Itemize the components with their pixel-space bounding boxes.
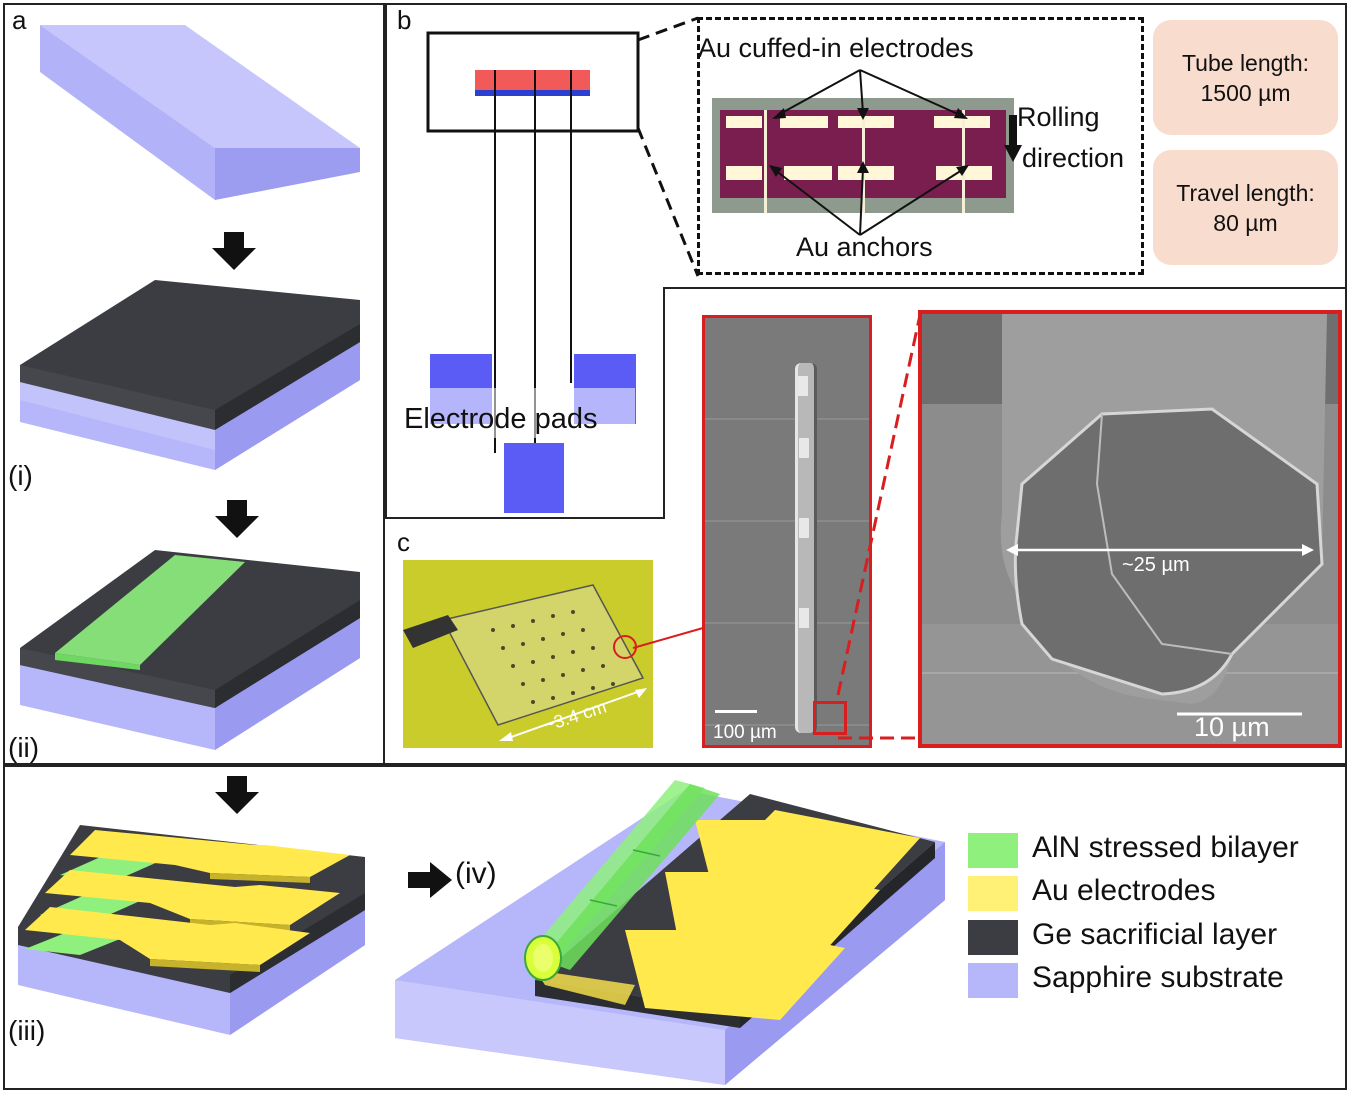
legend-swatch-aln — [968, 833, 1018, 868]
rolled-tube-device — [395, 780, 945, 1085]
right-arrow-icon — [408, 862, 452, 898]
device-layout — [426, 31, 640, 513]
scale-bar-10-label: 10 µm — [1194, 712, 1270, 742]
panel-c-frame — [385, 287, 1347, 765]
step-i-label: (i) — [8, 460, 33, 491]
chip-device-array — [491, 610, 615, 704]
chip-zoom-line — [632, 627, 704, 649]
sapphire-slab-0 — [40, 25, 360, 200]
ge-layer-stack — [20, 280, 360, 470]
zoom-box — [697, 17, 1144, 275]
panel-iv-frame — [3, 765, 1347, 1090]
step-iii-label: (iii) — [8, 1015, 46, 1046]
panel-a-frame — [3, 3, 385, 765]
rolling-direction-label-2: direction — [1022, 143, 1125, 173]
legend-label-aln: AlN stressed bilayer — [1032, 831, 1299, 864]
tube-sem-overview — [702, 315, 872, 748]
travel-length-value: 80 µm — [1213, 209, 1278, 236]
panel-c-label: c — [397, 527, 410, 557]
legend-swatch-au — [968, 876, 1018, 911]
legend-swatch-sapphire — [968, 963, 1018, 998]
travel-length-box: Travel length: 80 µm — [1153, 150, 1338, 265]
legend-label-sapphire: Sapphire substrate — [1032, 961, 1284, 994]
step-ii-label: (ii) — [8, 732, 40, 763]
legend-label-ge: Ge sacrificial layer — [1032, 918, 1278, 951]
tube-length-value: 1500 µm — [1200, 79, 1291, 106]
tube-sem-cross-section: ~25 µm 10 µm — [918, 310, 1342, 748]
zoom-connector-lines — [636, 16, 700, 277]
rolling-direction-label-1: Rolling — [1017, 102, 1100, 132]
scale-bar-100-label: 100 µm — [713, 722, 777, 743]
travel-length-label: Travel length: — [1176, 179, 1315, 206]
chip-photo: ~3.4 cm — [403, 560, 653, 748]
panel-b-label: b — [397, 5, 412, 35]
tube-length-label: Tube length: — [1181, 49, 1310, 76]
diameter-label: ~25 µm — [1122, 554, 1190, 576]
cuffed-electrodes-label: Au cuffed-in electrodes — [698, 33, 974, 63]
panel-a-label: a — [12, 5, 27, 35]
tube-length-box: Tube length: 1500 µm — [1153, 20, 1338, 135]
aln-layer-stack — [20, 550, 360, 750]
down-arrow-icon — [215, 500, 259, 538]
step-iv-label: (iv) — [455, 857, 497, 890]
au-electrodes-stack — [18, 825, 365, 1035]
down-arrow-icon — [212, 232, 256, 270]
legend-label-au: Au electrodes — [1032, 874, 1216, 907]
electrode-pointer-arrows — [769, 69, 1022, 236]
anchors-label: Au anchors — [796, 232, 933, 262]
legend-swatch-ge — [968, 920, 1018, 955]
sem-zoom-lines — [836, 314, 922, 740]
down-arrow-icon — [215, 776, 259, 814]
electrode-pads-label: Electrode pads — [404, 403, 598, 435]
